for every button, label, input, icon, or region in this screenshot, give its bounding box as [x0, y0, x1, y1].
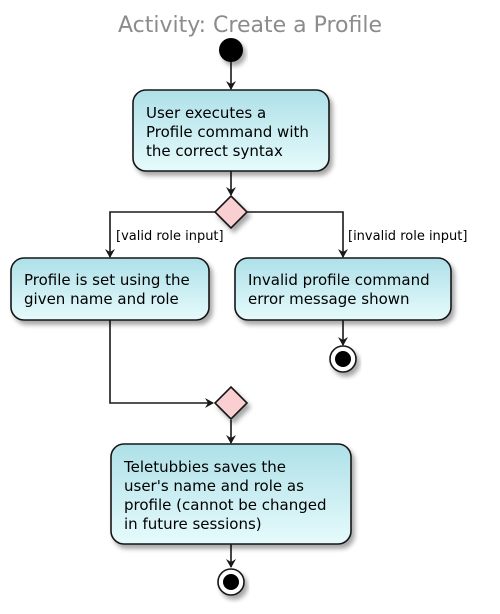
action-set-profile	[10, 257, 210, 321]
merge-node	[213, 385, 249, 421]
guard-invalid-label: [invalid role input]	[348, 229, 467, 244]
start-node	[219, 38, 243, 62]
action-invalid-label: Invalid profile command error message sh…	[248, 271, 434, 308]
diagram-title: Activity: Create a Profile	[118, 13, 382, 38]
action-execute-label: User executes a Profile command with the…	[146, 104, 314, 160]
action-execute-command	[132, 89, 330, 172]
action-save-profile	[110, 443, 352, 545]
edge-invalid-branch	[247, 211, 348, 258]
end-node-invalid	[329, 345, 357, 373]
edge-valid-branch	[105, 211, 215, 258]
decision-node	[213, 194, 249, 230]
guard-valid-label: [valid role input]	[116, 229, 224, 244]
edge-set-profile-to-merge	[109, 320, 214, 408]
action-save-label: Teletubbies saves the user's name and ro…	[123, 458, 331, 533]
action-invalid-error	[234, 257, 452, 321]
end-node-final	[217, 568, 245, 596]
action-set-profile-label: Profile is set using the given name and …	[24, 271, 195, 308]
